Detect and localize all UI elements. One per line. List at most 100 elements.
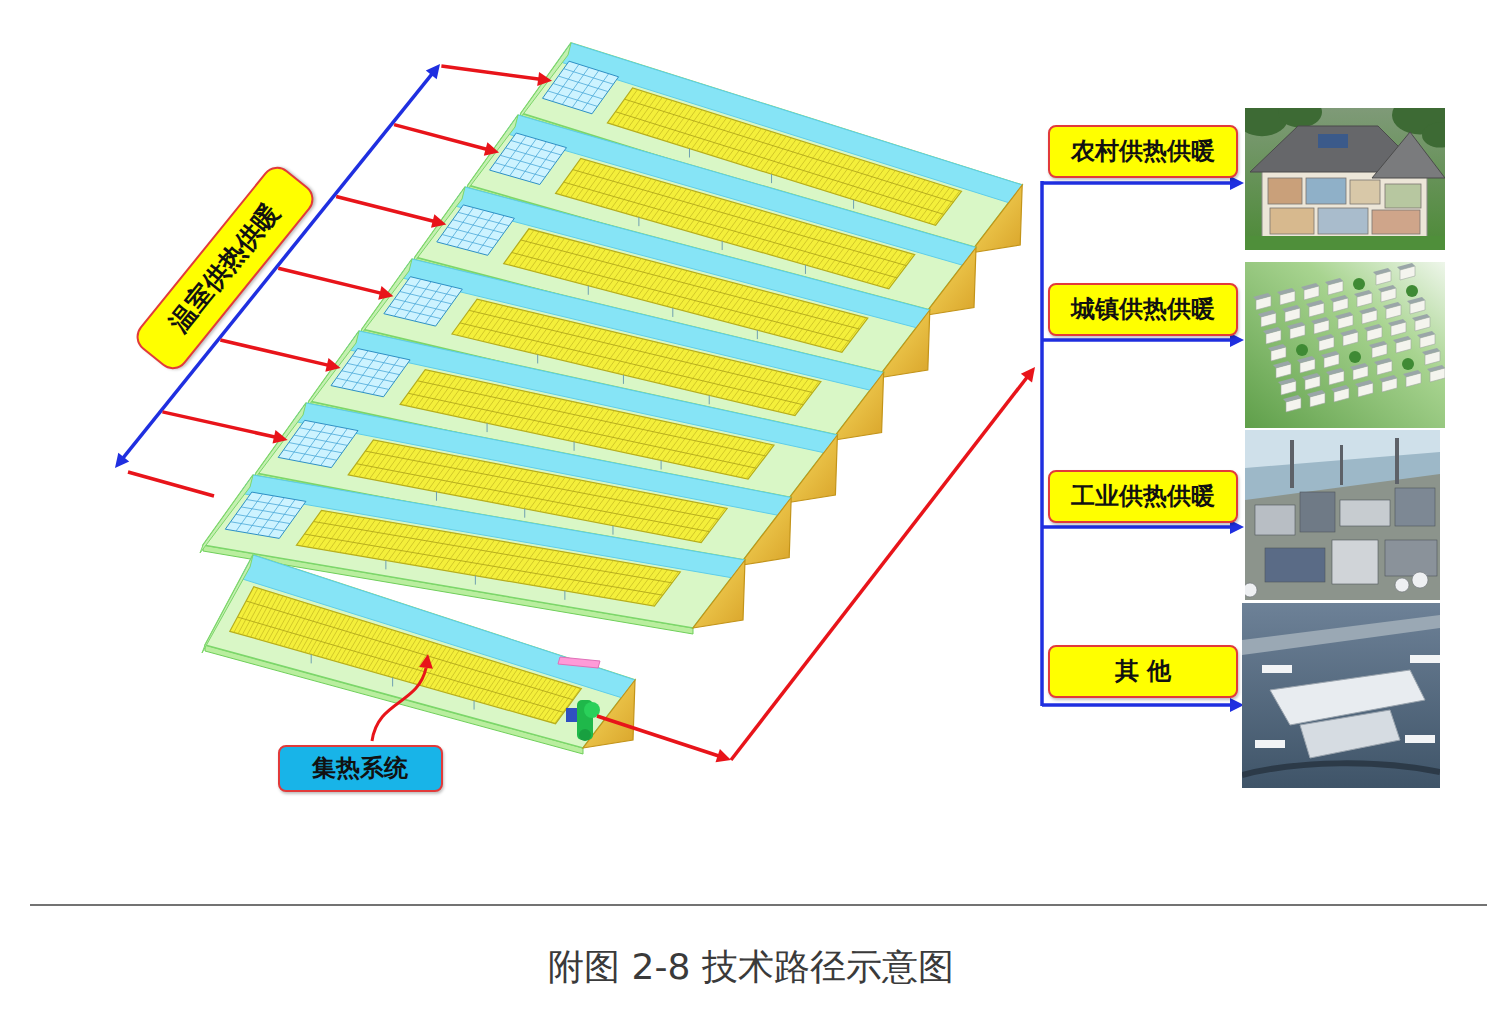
building-roof <box>1325 278 1343 285</box>
collector-tube <box>521 678 547 714</box>
tank-grid <box>548 91 597 106</box>
collector-tube <box>570 246 595 281</box>
collector-tube <box>251 593 275 637</box>
collector-tube <box>367 630 392 671</box>
collector-tube <box>401 450 426 485</box>
collector-tube <box>622 93 647 128</box>
tank-grid <box>572 71 599 108</box>
tank-grid <box>506 148 556 162</box>
collector-tube <box>699 508 725 542</box>
collector-post <box>722 241 723 250</box>
collector-post <box>709 395 710 404</box>
house-room <box>1350 180 1380 204</box>
building-roof <box>1397 263 1415 270</box>
collector-tube <box>409 643 434 682</box>
collector-tube <box>458 382 483 417</box>
lawn <box>1245 236 1445 250</box>
collector-tube <box>934 191 960 225</box>
collector-tube <box>534 682 560 718</box>
greenhouse-gable <box>924 248 976 316</box>
collector-rail <box>237 617 563 712</box>
box-label: 其 他 <box>1115 657 1171 686</box>
collector-tube <box>601 171 626 206</box>
house-roof <box>1372 132 1445 178</box>
photo-ground <box>1245 430 1440 600</box>
user-box: 农村供热供暖 <box>1048 125 1238 178</box>
collector-post <box>475 576 476 585</box>
collector-tube <box>505 673 531 710</box>
collector-tube <box>647 100 672 135</box>
collector-tube <box>473 304 498 339</box>
photo <box>1242 603 1440 788</box>
heat-output-arrow-line <box>731 376 1028 760</box>
collector-tube <box>351 625 376 666</box>
collector-post <box>638 217 639 226</box>
collector-tube <box>616 176 641 211</box>
tank-grid <box>352 356 405 367</box>
tank-grid <box>510 139 537 176</box>
collector-post <box>805 265 806 274</box>
building-roof <box>1283 395 1301 402</box>
collector-tube <box>882 253 908 287</box>
greenhouse-gable <box>832 373 884 441</box>
collector-tube <box>484 666 509 703</box>
collector-tube <box>451 656 476 694</box>
heat-output-arrow-head <box>716 749 732 762</box>
building-roof <box>1427 365 1445 372</box>
building-roof <box>1331 385 1349 392</box>
collector-tube <box>530 681 556 717</box>
building-roof <box>1354 290 1372 297</box>
house-room <box>1372 210 1420 234</box>
collector-tube <box>238 589 262 633</box>
collector-tube <box>480 665 505 702</box>
collector-tube <box>631 180 656 215</box>
distribution-bus <box>1040 181 1044 706</box>
heat-supply-arrow-line <box>220 340 328 365</box>
building-roof <box>1383 302 1401 309</box>
collector-tube <box>364 443 389 478</box>
collector-tube <box>380 634 405 674</box>
greenhouse-gable <box>739 498 791 566</box>
collector-tube <box>271 600 295 643</box>
collector-tube <box>426 375 451 410</box>
terminal <box>1300 710 1400 758</box>
greenhouse-gable <box>693 560 745 628</box>
collector-tube <box>647 571 673 605</box>
collector-post <box>392 677 393 686</box>
tank-grid <box>495 163 545 177</box>
building-roof <box>1422 348 1440 355</box>
collector-tube <box>498 310 523 345</box>
collector-rail <box>313 521 671 582</box>
collector-tube <box>493 309 518 344</box>
heat-supply-arrow-head <box>273 430 288 444</box>
building-roof <box>1369 341 1387 348</box>
tree <box>1278 108 1322 127</box>
collector-tube <box>330 618 355 660</box>
collector-tube <box>396 639 421 679</box>
collector-tube <box>329 516 354 551</box>
heat-output-arrow-line <box>597 716 720 756</box>
factory-building <box>1255 505 1295 535</box>
storage-tank <box>1395 578 1409 592</box>
collector-post <box>588 286 589 295</box>
collector-tube <box>401 640 426 680</box>
collector-post <box>436 492 437 501</box>
tree <box>1402 358 1414 370</box>
collector-tube <box>369 444 394 479</box>
collector-tube <box>492 669 517 706</box>
building-roof <box>1258 310 1276 317</box>
building-roof <box>1316 334 1334 341</box>
factory-building <box>1395 488 1435 526</box>
collector-tube <box>542 684 568 719</box>
heat-storage-tank <box>225 492 306 538</box>
collector-tube <box>446 654 471 692</box>
collector-tube <box>432 376 457 411</box>
heat-supply-arrow-line <box>441 66 540 79</box>
gate-pier <box>1410 655 1440 663</box>
house-room <box>1318 208 1368 234</box>
factory-building <box>1265 548 1325 582</box>
user-branch-arrow-head <box>1230 176 1244 190</box>
photo <box>1245 108 1445 250</box>
tank-grid <box>458 212 509 225</box>
collector-tube <box>682 111 707 146</box>
